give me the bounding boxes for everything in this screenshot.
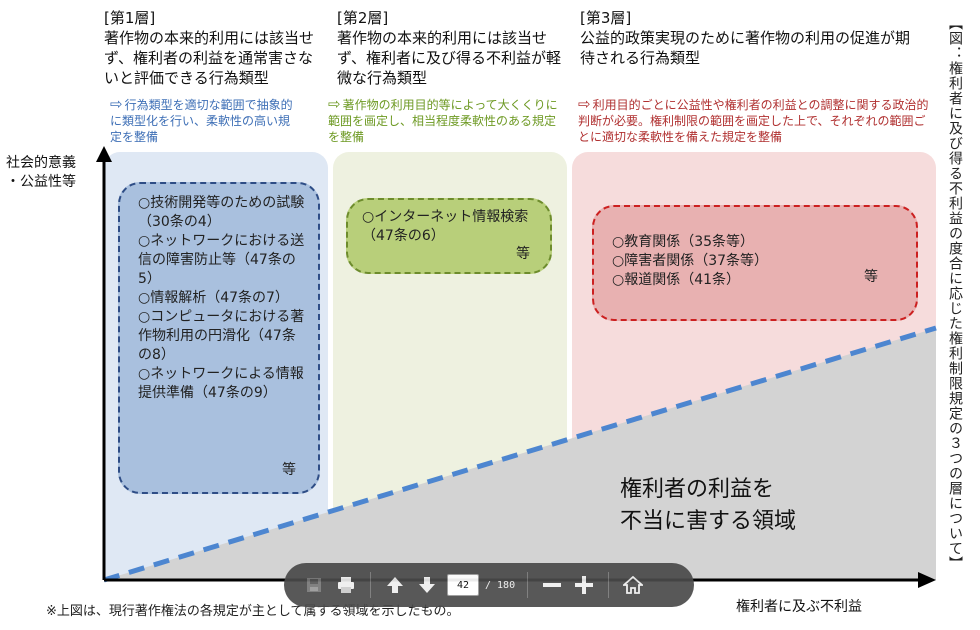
x-axis-label: 権利者に及ぶ不利益 <box>736 599 862 615</box>
toolbar-divider <box>370 572 371 598</box>
toolbar-divider <box>527 572 529 598</box>
page-down-icon[interactable] <box>415 573 439 597</box>
layer3-note-text: 利用目的ごとに公益性や権利者の利益との調整に関する政治的判断が必要。権利制限の範… <box>578 98 929 144</box>
x-axis-arrowhead <box>918 572 936 588</box>
layer3-etc: 等 <box>864 269 878 285</box>
footnote: ※上図は、現行著作権法の各規定が主として属する領域を示したもの。 <box>46 604 460 619</box>
page-total: / 180 <box>485 579 516 591</box>
layer2-examples-box: ○インターネット情報検索（47条の6） 等 <box>346 198 552 274</box>
layer1-title: [第1層] <box>104 9 156 27</box>
layer1-heading: [第1層] 著作物の本来的利用には該当せず、権利者の利益を通常害さないと評価でき… <box>104 8 326 88</box>
arrow-right-icon: ⇨ <box>328 95 341 113</box>
print-icon[interactable] <box>334 573 358 597</box>
y-axis-label: 社会的意義 ・公益性等 <box>6 155 76 190</box>
layer3-item: ○教育関係（35条等） <box>612 234 755 250</box>
layer2-title: [第2層] <box>337 9 389 27</box>
arrow-right-icon: ⇨ <box>110 95 123 113</box>
layer1-description: 著作物の本来的利用には該当せず、権利者の利益を通常害さないと評価できる行為類型 <box>104 29 315 87</box>
layer1-item: ○情報解析（47条の7） <box>138 290 289 306</box>
layer2-description: 著作物の本来的利用には該当せず、権利者に及び得る不利益が軽微な行為類型 <box>337 29 561 87</box>
layer3-description: 公益的政策実現のために著作物の利用の促進が期待される行為類型 <box>580 29 911 67</box>
layer2-etc: 等 <box>516 246 530 262</box>
unfair-harm-label: 権利者の利益を 不当に害する領域 <box>620 477 797 534</box>
figure-vertical-title: 【図：権利者に及び得る不利益の度合に応じた権利制限規定の３つの層について】 <box>947 16 963 571</box>
layer2-note: ⇨著作物の利用目的等によって大くくりに範囲を画定し、相当程度柔軟性のある規定を整… <box>328 96 566 145</box>
viewer-toolbar: / 180 <box>284 563 694 607</box>
arrow-right-icon: ⇨ <box>578 95 591 113</box>
layer1-examples-box: ○技術開発等のための試験（30条の4） ○ネットワークにおける送信の障害防止等（… <box>118 182 320 494</box>
layer1-item: ○技術開発等のための試験（30条の4） <box>138 195 305 230</box>
layer1-item: ○ネットワークによる情報提供準備（47条の9） <box>138 366 304 401</box>
zoom-in-icon[interactable] <box>572 573 596 597</box>
page-number-input[interactable] <box>447 574 479 596</box>
layer2-note-text: 著作物の利用目的等によって大くくりに範囲を画定し、相当程度柔軟性のある規定を整備 <box>328 98 558 144</box>
layer3-title: [第3層] <box>580 9 632 27</box>
zoom-out-icon[interactable] <box>540 573 564 597</box>
page-up-icon[interactable] <box>383 573 407 597</box>
layer1-etc: 等 <box>282 462 296 478</box>
home-icon[interactable] <box>621 573 645 597</box>
layer1-item: ○コンピュータにおける著作物利用の円滑化（47条の8） <box>138 309 305 363</box>
layer3-note: ⇨利用目的ごとに公益性や権利者の利益との調整に関する政治的判断が必要。権利制限の… <box>578 96 936 145</box>
layer3-item: ○障害者関係（37条等） <box>612 253 769 269</box>
layer3-examples-box: ○教育関係（35条等） ○障害者関係（37条等） ○報道関係（41条） 等 <box>592 205 918 321</box>
y-axis-arrowhead <box>96 146 112 162</box>
page-indicator: / 180 <box>447 574 515 596</box>
layer1-note: ⇨行為類型を適切な範囲で抽象的に類型化を行い、柔軟性の高い規定を整備 <box>110 96 300 145</box>
layer2-heading: [第2層] 著作物の本来的利用には該当せず、権利者に及び得る不利益が軽微な行為類… <box>337 8 565 88</box>
layer3-heading: [第3層] 公益的政策実現のために著作物の利用の促進が期待される行為類型 <box>580 8 910 68</box>
layer2-item: ○インターネット情報検索（47条の6） <box>362 209 529 244</box>
layer1-note-text: 行為類型を適切な範囲で抽象的に類型化を行い、柔軟性の高い規定を整備 <box>110 98 293 144</box>
save-icon[interactable] <box>302 573 326 597</box>
toolbar-divider <box>608 572 610 598</box>
boundary-dashed-line <box>103 325 937 583</box>
layer3-item: ○報道関係（41条） <box>612 272 741 288</box>
layer1-item: ○ネットワークにおける送信の障害防止等（47条の5） <box>138 233 305 287</box>
